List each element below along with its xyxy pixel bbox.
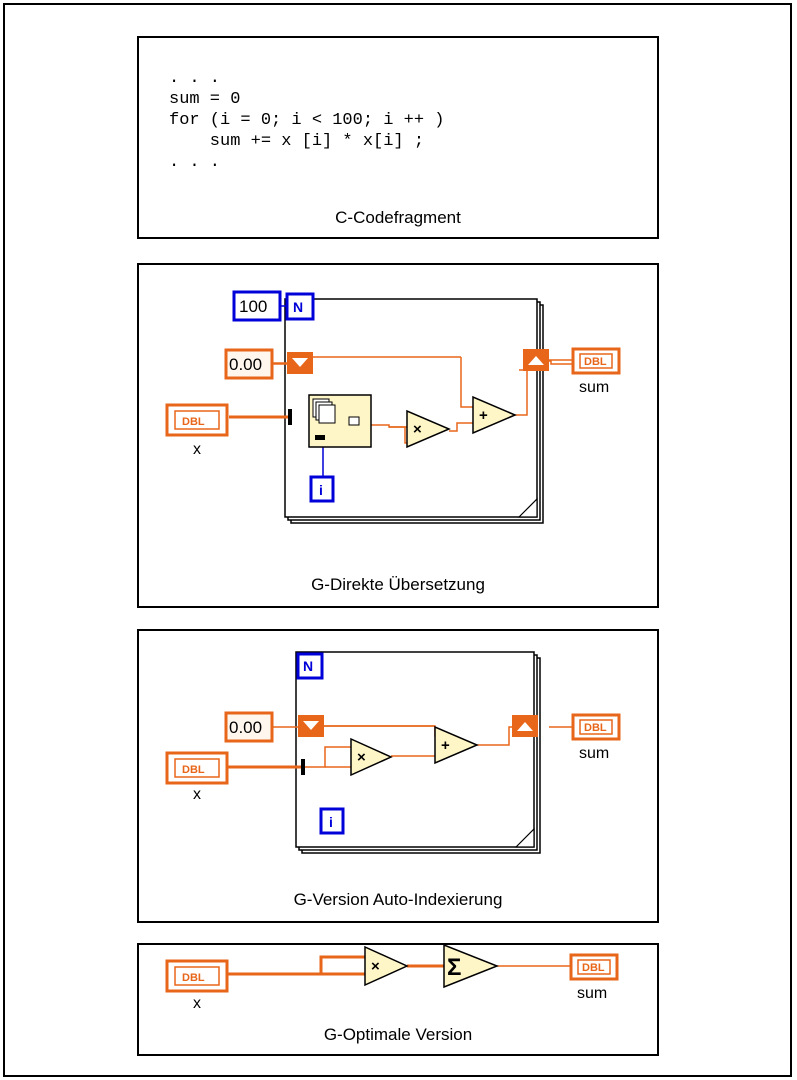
x-label: x — [193, 786, 201, 803]
code-line: . . . — [169, 153, 221, 172]
wires — [227, 955, 571, 976]
count-terminal — [296, 652, 324, 680]
code-line: . . . — [169, 69, 221, 88]
g-optimal-panel: DBL x × Σ DBL sum G-Optimale Version — [137, 943, 659, 1056]
loop-corner-icon — [514, 827, 535, 848]
multiply-symbol: × — [413, 421, 422, 438]
multiply-node — [350, 737, 393, 777]
sum-array-node — [443, 945, 500, 989]
for-loop-frame — [295, 651, 535, 848]
caption-c-code: C-Codefragment — [335, 208, 461, 227]
c-code-panel: . . . sum = 0 for (i = 0; i < 100; i ++ … — [137, 36, 659, 239]
g-optimal-diagram: DBL x × Σ DBL sum — [165, 945, 619, 1012]
sum-symbol: Σ — [447, 954, 461, 981]
loop-corner-icon — [517, 497, 538, 518]
count-terminal-label: N — [293, 299, 303, 315]
init-constant-value: 0.00 — [229, 718, 262, 737]
add-node — [434, 725, 479, 765]
sum-output-type: DBL — [584, 722, 607, 734]
add-symbol: + — [441, 737, 450, 754]
x-input-type: DBL — [182, 764, 205, 776]
arrow-up-icon — [517, 722, 533, 731]
multiply-node — [364, 945, 409, 987]
add-symbol: + — [479, 407, 488, 424]
g-autoindex-diagram: N 0.00 DBL sum DBL x × + i — [165, 651, 621, 854]
iteration-terminal-label: i — [329, 814, 333, 830]
x-input-type: DBL — [182, 972, 205, 984]
c-code-block: . . . sum = 0 for (i = 0; i < 100; i ++ … — [169, 68, 444, 173]
x-label: x — [193, 441, 201, 458]
count-terminal — [285, 292, 315, 321]
arrow-up-icon — [528, 356, 544, 365]
multiply-node — [406, 409, 451, 449]
arrow-down-icon — [303, 721, 319, 730]
init-constant[interactable] — [224, 711, 274, 743]
tunnel — [288, 409, 292, 425]
code-line: for (i = 0; i < 100; i ++ ) — [169, 111, 445, 130]
g-direct-panel: 100 N 0.00 DBL sum DBL x i — [137, 263, 659, 608]
sum-label: sum — [577, 985, 607, 1002]
arrow-down-icon — [292, 358, 308, 367]
caption-g-direct: G-Direkte Übersetzung — [311, 575, 485, 594]
x-label: x — [193, 995, 201, 1012]
caption-g-autoindex: G-Version Auto-Indexierung — [293, 890, 503, 909]
tunnel — [301, 759, 305, 775]
caption-g-optimal: G-Optimale Version — [323, 1025, 473, 1044]
sum-label: sum — [579, 379, 609, 396]
multiply-symbol: × — [357, 749, 366, 766]
count-constant[interactable] — [232, 290, 282, 322]
add-node — [472, 395, 517, 435]
sum-output-type: DBL — [582, 962, 605, 974]
wires — [273, 356, 573, 444]
iteration-terminal — [309, 475, 335, 503]
g-autoindex-panel: N 0.00 DBL sum DBL x × + i G-Version Aut… — [137, 629, 659, 923]
code-line: sum = 0 — [169, 90, 241, 109]
iteration-terminal — [319, 807, 345, 835]
multiply-symbol: × — [371, 958, 380, 975]
code-line: sum += x [i] * x[i] ; — [169, 132, 425, 151]
sum-label: sum — [579, 745, 609, 762]
x-input-type: DBL — [182, 416, 205, 428]
sum-output-type: DBL — [584, 356, 607, 368]
init-constant-value: 0.00 — [229, 355, 262, 374]
count-terminal-label: N — [303, 658, 313, 674]
iteration-terminal-label: i — [319, 482, 323, 498]
count-constant-value: 100 — [239, 297, 267, 316]
g-direct-diagram: 100 N 0.00 DBL sum DBL x i — [165, 290, 621, 524]
